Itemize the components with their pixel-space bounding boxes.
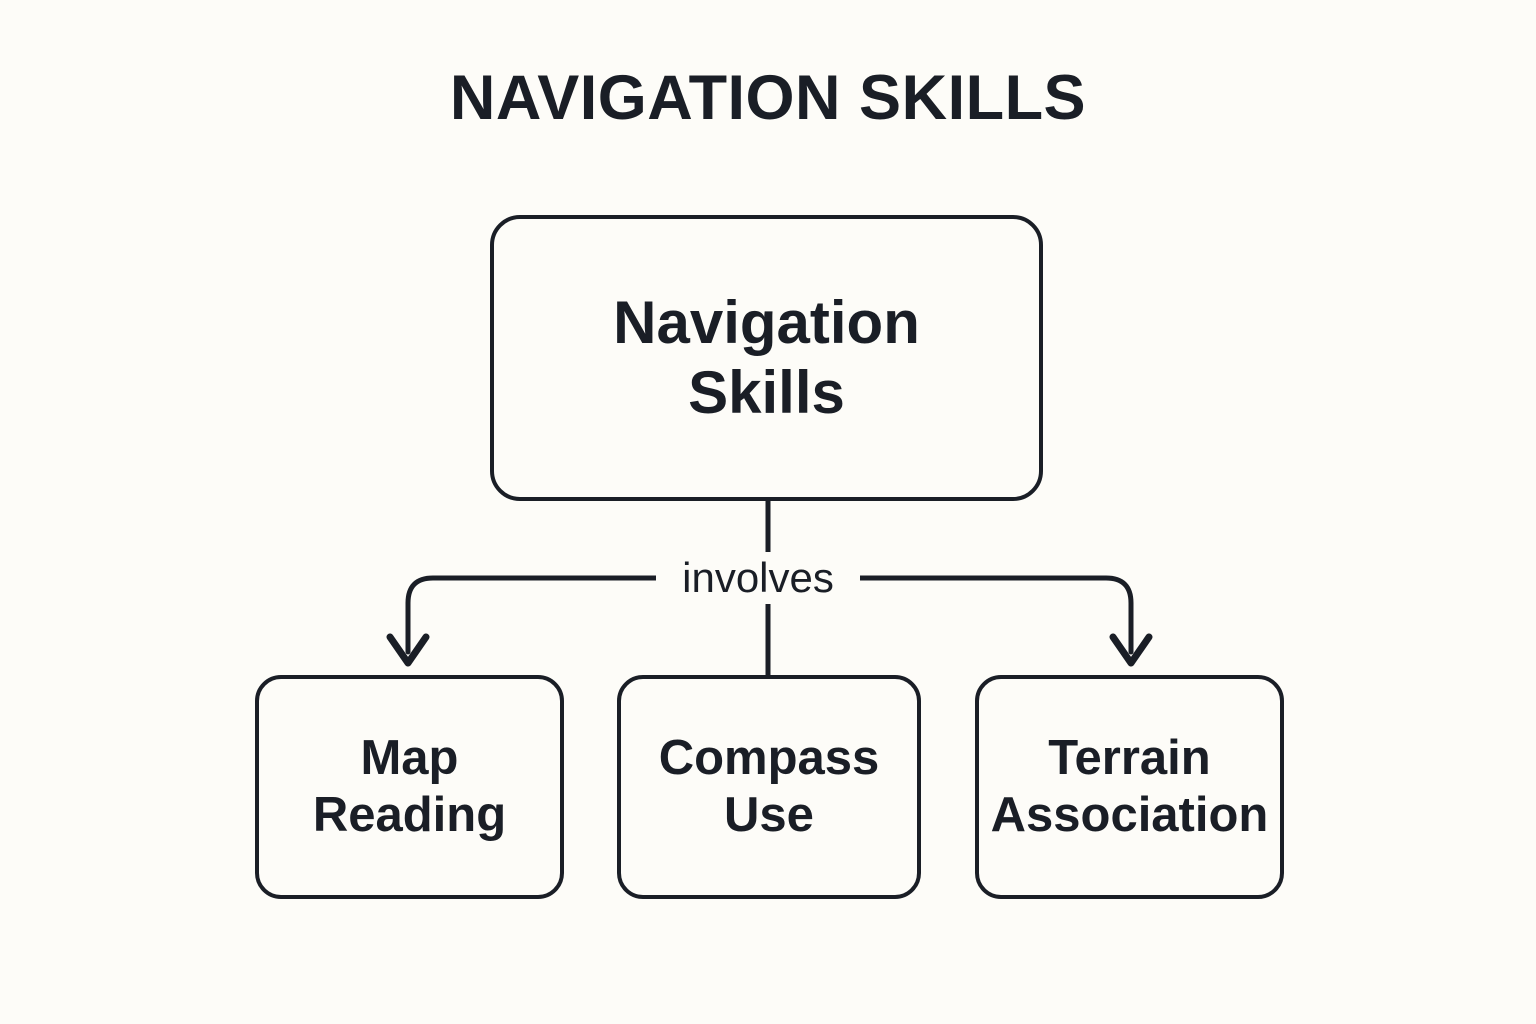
arrowhead-terrain-association (1109, 633, 1153, 667)
node-terrain-association-label: Terrain Association (990, 730, 1269, 842)
node-compass-use-label: Compass Use (658, 730, 880, 842)
page-title: NAVIGATION SKILLS (449, 63, 1087, 133)
node-terrain-association[interactable]: Terrain Association (975, 675, 1284, 899)
node-navigation-skills[interactable]: Navigation Skills (490, 215, 1043, 501)
arrowhead-map-reading (386, 633, 430, 667)
edge-label-involves: involves (656, 552, 860, 604)
node-map-reading-label: Map Reading (312, 730, 507, 842)
edge-to-map-reading (405, 575, 664, 655)
node-compass-use[interactable]: Compass Use (617, 675, 921, 899)
node-navigation-skills-label: Navigation Skills (613, 289, 920, 426)
edge-to-terrain-association (853, 575, 1134, 655)
node-map-reading[interactable]: Map Reading (255, 675, 564, 899)
